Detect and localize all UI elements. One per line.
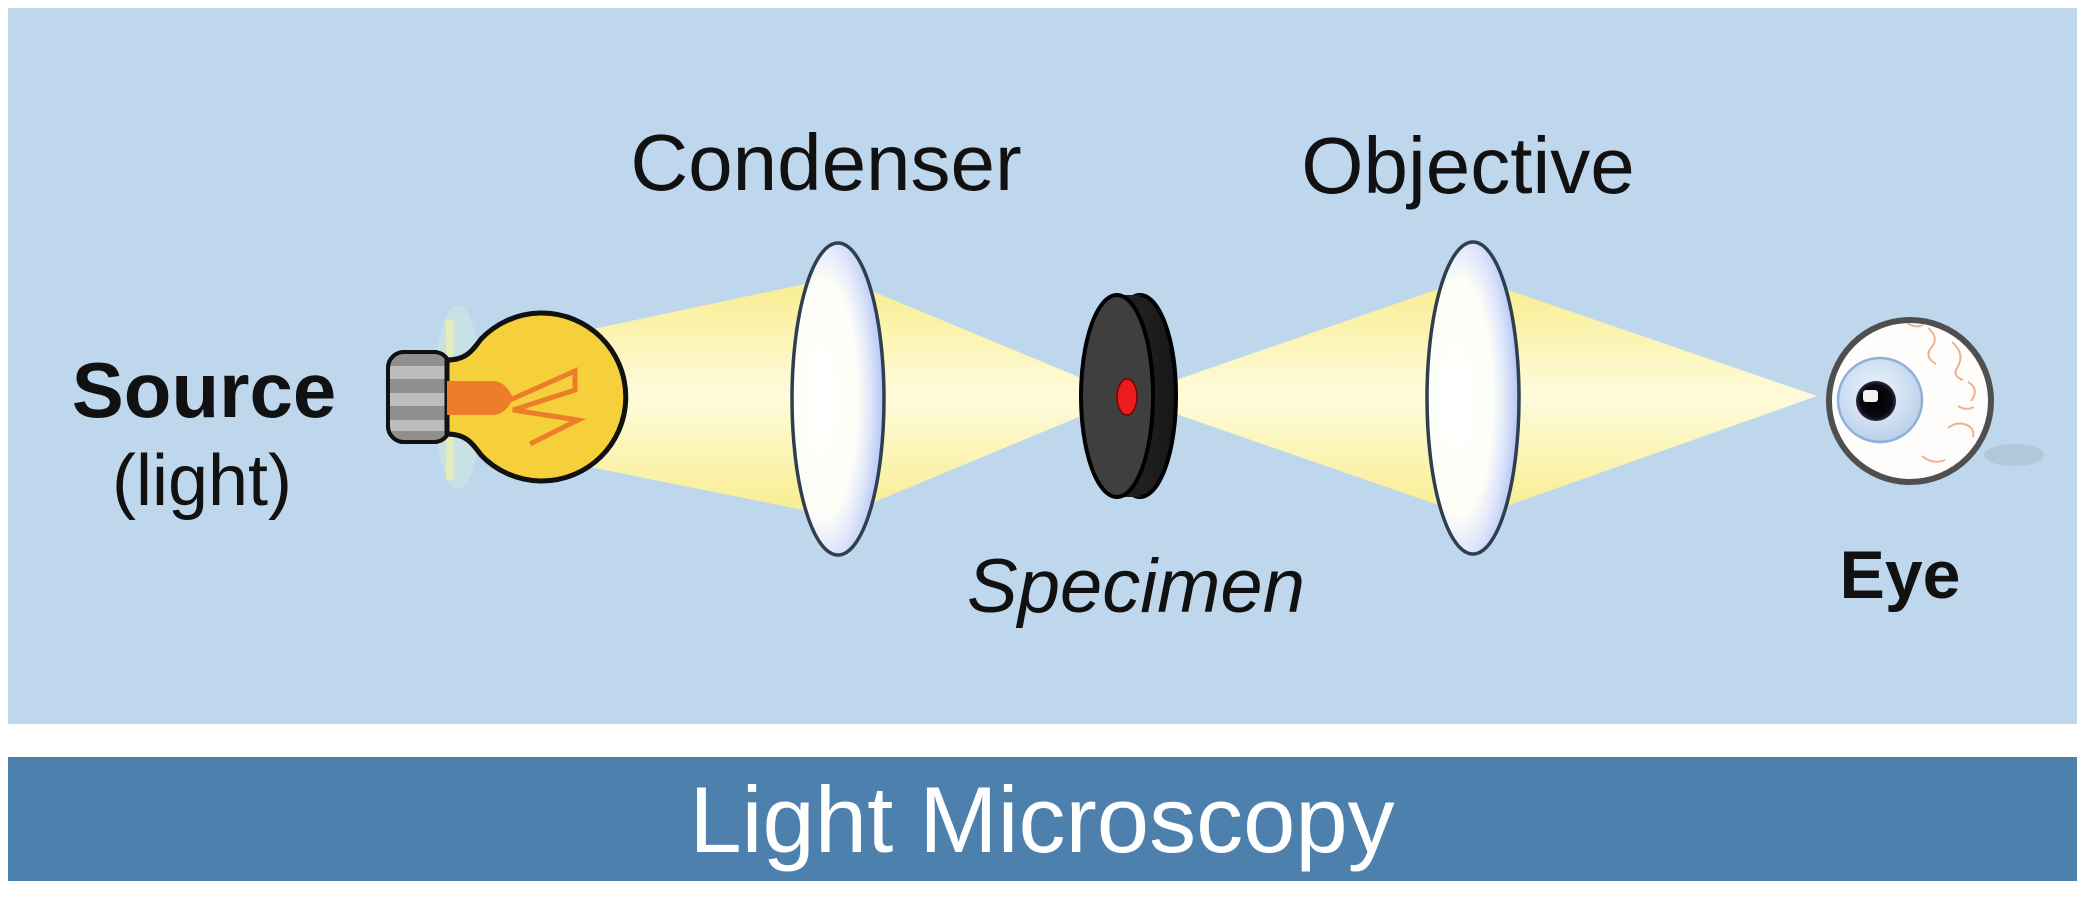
label-objective: Objective	[1301, 121, 1634, 210]
eye	[1826, 317, 2044, 485]
title-bar-background	[8, 757, 2077, 881]
specimen-dot	[1116, 378, 1138, 416]
light-beams	[565, 277, 1817, 518]
label-specimen: Specimen	[967, 544, 1305, 629]
bulb-base-stripes	[388, 352, 450, 442]
beam-source-to-condenser	[565, 277, 838, 517]
label-source: Source	[72, 346, 336, 434]
diagram-labels: Source (light) Condenser Objective Speci…	[72, 118, 1961, 629]
beam-objective-to-eye	[1473, 278, 1817, 518]
beam-specimen-to-objective	[1127, 277, 1473, 517]
objective-lens	[1425, 240, 1521, 556]
title-bar: Light Microscopy	[8, 757, 2077, 881]
label-condenser: Condenser	[630, 118, 1021, 207]
diagram-title: Light Microscopy	[689, 767, 1394, 872]
specimen-disc	[1079, 293, 1178, 499]
eye-blood-vessels	[1905, 323, 1976, 463]
light-bulb	[386, 310, 629, 484]
bulb-glass	[444, 310, 629, 484]
label-eye: Eye	[1840, 537, 1961, 613]
label-source-sub: (light)	[112, 441, 292, 521]
condenser-lens	[790, 241, 886, 557]
bulb-filament	[447, 367, 587, 447]
pupil-highlight	[1863, 390, 1878, 402]
eye-shadow	[1984, 444, 2044, 466]
bulb-base	[386, 350, 452, 444]
beam-condenser-to-specimen	[838, 277, 1127, 517]
